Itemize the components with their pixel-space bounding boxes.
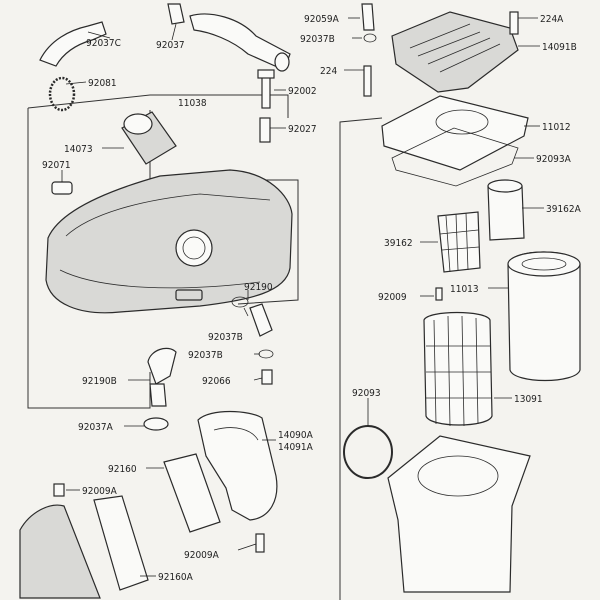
element-39162A	[487, 185, 525, 241]
label-39162: 39162	[384, 238, 413, 249]
hose-92190B	[147, 347, 177, 385]
label-14090A: 14090A	[278, 430, 314, 441]
filter-11013-top	[507, 251, 581, 277]
hose-92037C	[39, 21, 107, 67]
cage-39162	[437, 211, 481, 273]
cage-13091	[423, 311, 493, 426]
airbox-clip	[175, 289, 203, 301]
cage-39162-grid	[439, 212, 480, 273]
label-224A: 224A	[540, 14, 564, 25]
label-92002: 92002	[288, 86, 317, 97]
label-92081: 92081	[88, 78, 117, 89]
label-11012: 11012	[542, 122, 571, 133]
label-92093A: 92093A	[536, 154, 572, 165]
label-92190: 92190	[244, 282, 273, 293]
cover-ribs	[409, 23, 501, 73]
label-14073: 14073	[64, 144, 93, 155]
hose-92037	[167, 3, 185, 25]
screw-92009	[435, 287, 443, 301]
foam-92160A	[93, 495, 149, 591]
bolt-224	[363, 65, 372, 97]
hose-end-ring	[274, 52, 290, 72]
duct-14073-mouth	[123, 113, 153, 135]
clip-92037B-top	[363, 33, 377, 43]
plate-11012	[381, 95, 529, 171]
cover-14091B	[391, 11, 519, 93]
housing-opening	[417, 455, 499, 497]
label-92059A: 92059A	[304, 14, 340, 25]
clamp-92037A	[143, 417, 169, 431]
screw-92009A-bottom	[255, 533, 265, 553]
spacer-92027	[259, 117, 271, 143]
cage-13091-grid	[426, 315, 492, 427]
label-92037B-low: 92037B	[188, 350, 223, 361]
housing-box	[387, 435, 531, 593]
oring-92093	[343, 425, 393, 479]
label-92027: 92027	[288, 124, 317, 135]
screw-92009A-left	[53, 483, 65, 497]
label-92160: 92160	[108, 464, 137, 475]
clip-92037B-mid	[231, 296, 249, 308]
airbox-inlet	[175, 229, 213, 267]
clip-92071	[51, 181, 73, 195]
leader-lines	[61, 17, 544, 577]
airbox-ridge	[59, 193, 271, 289]
label-92190B: 92190B	[82, 376, 117, 387]
label-92009A-left: 92009A	[82, 486, 118, 497]
label-39162A: 39162A	[546, 204, 582, 215]
label-92037B-mid: 92037B	[208, 332, 243, 343]
label-92037: 92037	[156, 40, 185, 51]
plate-opening	[435, 109, 489, 135]
label-92071: 92071	[42, 160, 71, 171]
label-13091: 13091	[514, 394, 543, 405]
foam-92160	[163, 453, 221, 533]
bolt-224A	[509, 11, 519, 35]
ring-92081	[48, 76, 76, 112]
guard-detail	[213, 427, 259, 441]
label-92037C: 92037C	[86, 38, 121, 49]
hose-92190	[249, 303, 273, 337]
gasket-92093A	[391, 127, 519, 187]
airbox-inlet-inner	[182, 236, 206, 260]
plug-92066	[261, 369, 273, 385]
left-top-frame	[27, 94, 289, 118]
label-92093: 92093	[352, 388, 381, 399]
clip-92037B-low	[258, 349, 274, 359]
airbox-11038	[45, 169, 293, 314]
filter-11013-inner	[521, 257, 567, 271]
hose-92190B-tube	[149, 383, 167, 407]
label-92009: 92009	[378, 292, 407, 303]
right-assembly-frame	[339, 117, 383, 600]
element-39162A-top	[487, 179, 523, 193]
label-11038: 11038	[178, 98, 207, 109]
label-14091A: 14091A	[278, 442, 314, 453]
label-92066: 92066	[202, 376, 231, 387]
bolt-92002-head	[257, 69, 275, 79]
label-92037A: 92037A	[78, 422, 114, 433]
label-11013: 11013	[450, 284, 479, 295]
label-14091B: 14091B	[542, 42, 577, 53]
hose-92059A	[361, 3, 375, 31]
label-92160A: 92160A	[158, 572, 194, 583]
part-labels: 92037C 92037 92059A 92037B 224A 14091B 2…	[42, 14, 582, 583]
label-92009A-bottom: 92009A	[184, 550, 220, 561]
cover-left-bottom	[19, 504, 101, 599]
label-92037B-top: 92037B	[300, 34, 335, 45]
label-224: 224	[320, 66, 337, 77]
